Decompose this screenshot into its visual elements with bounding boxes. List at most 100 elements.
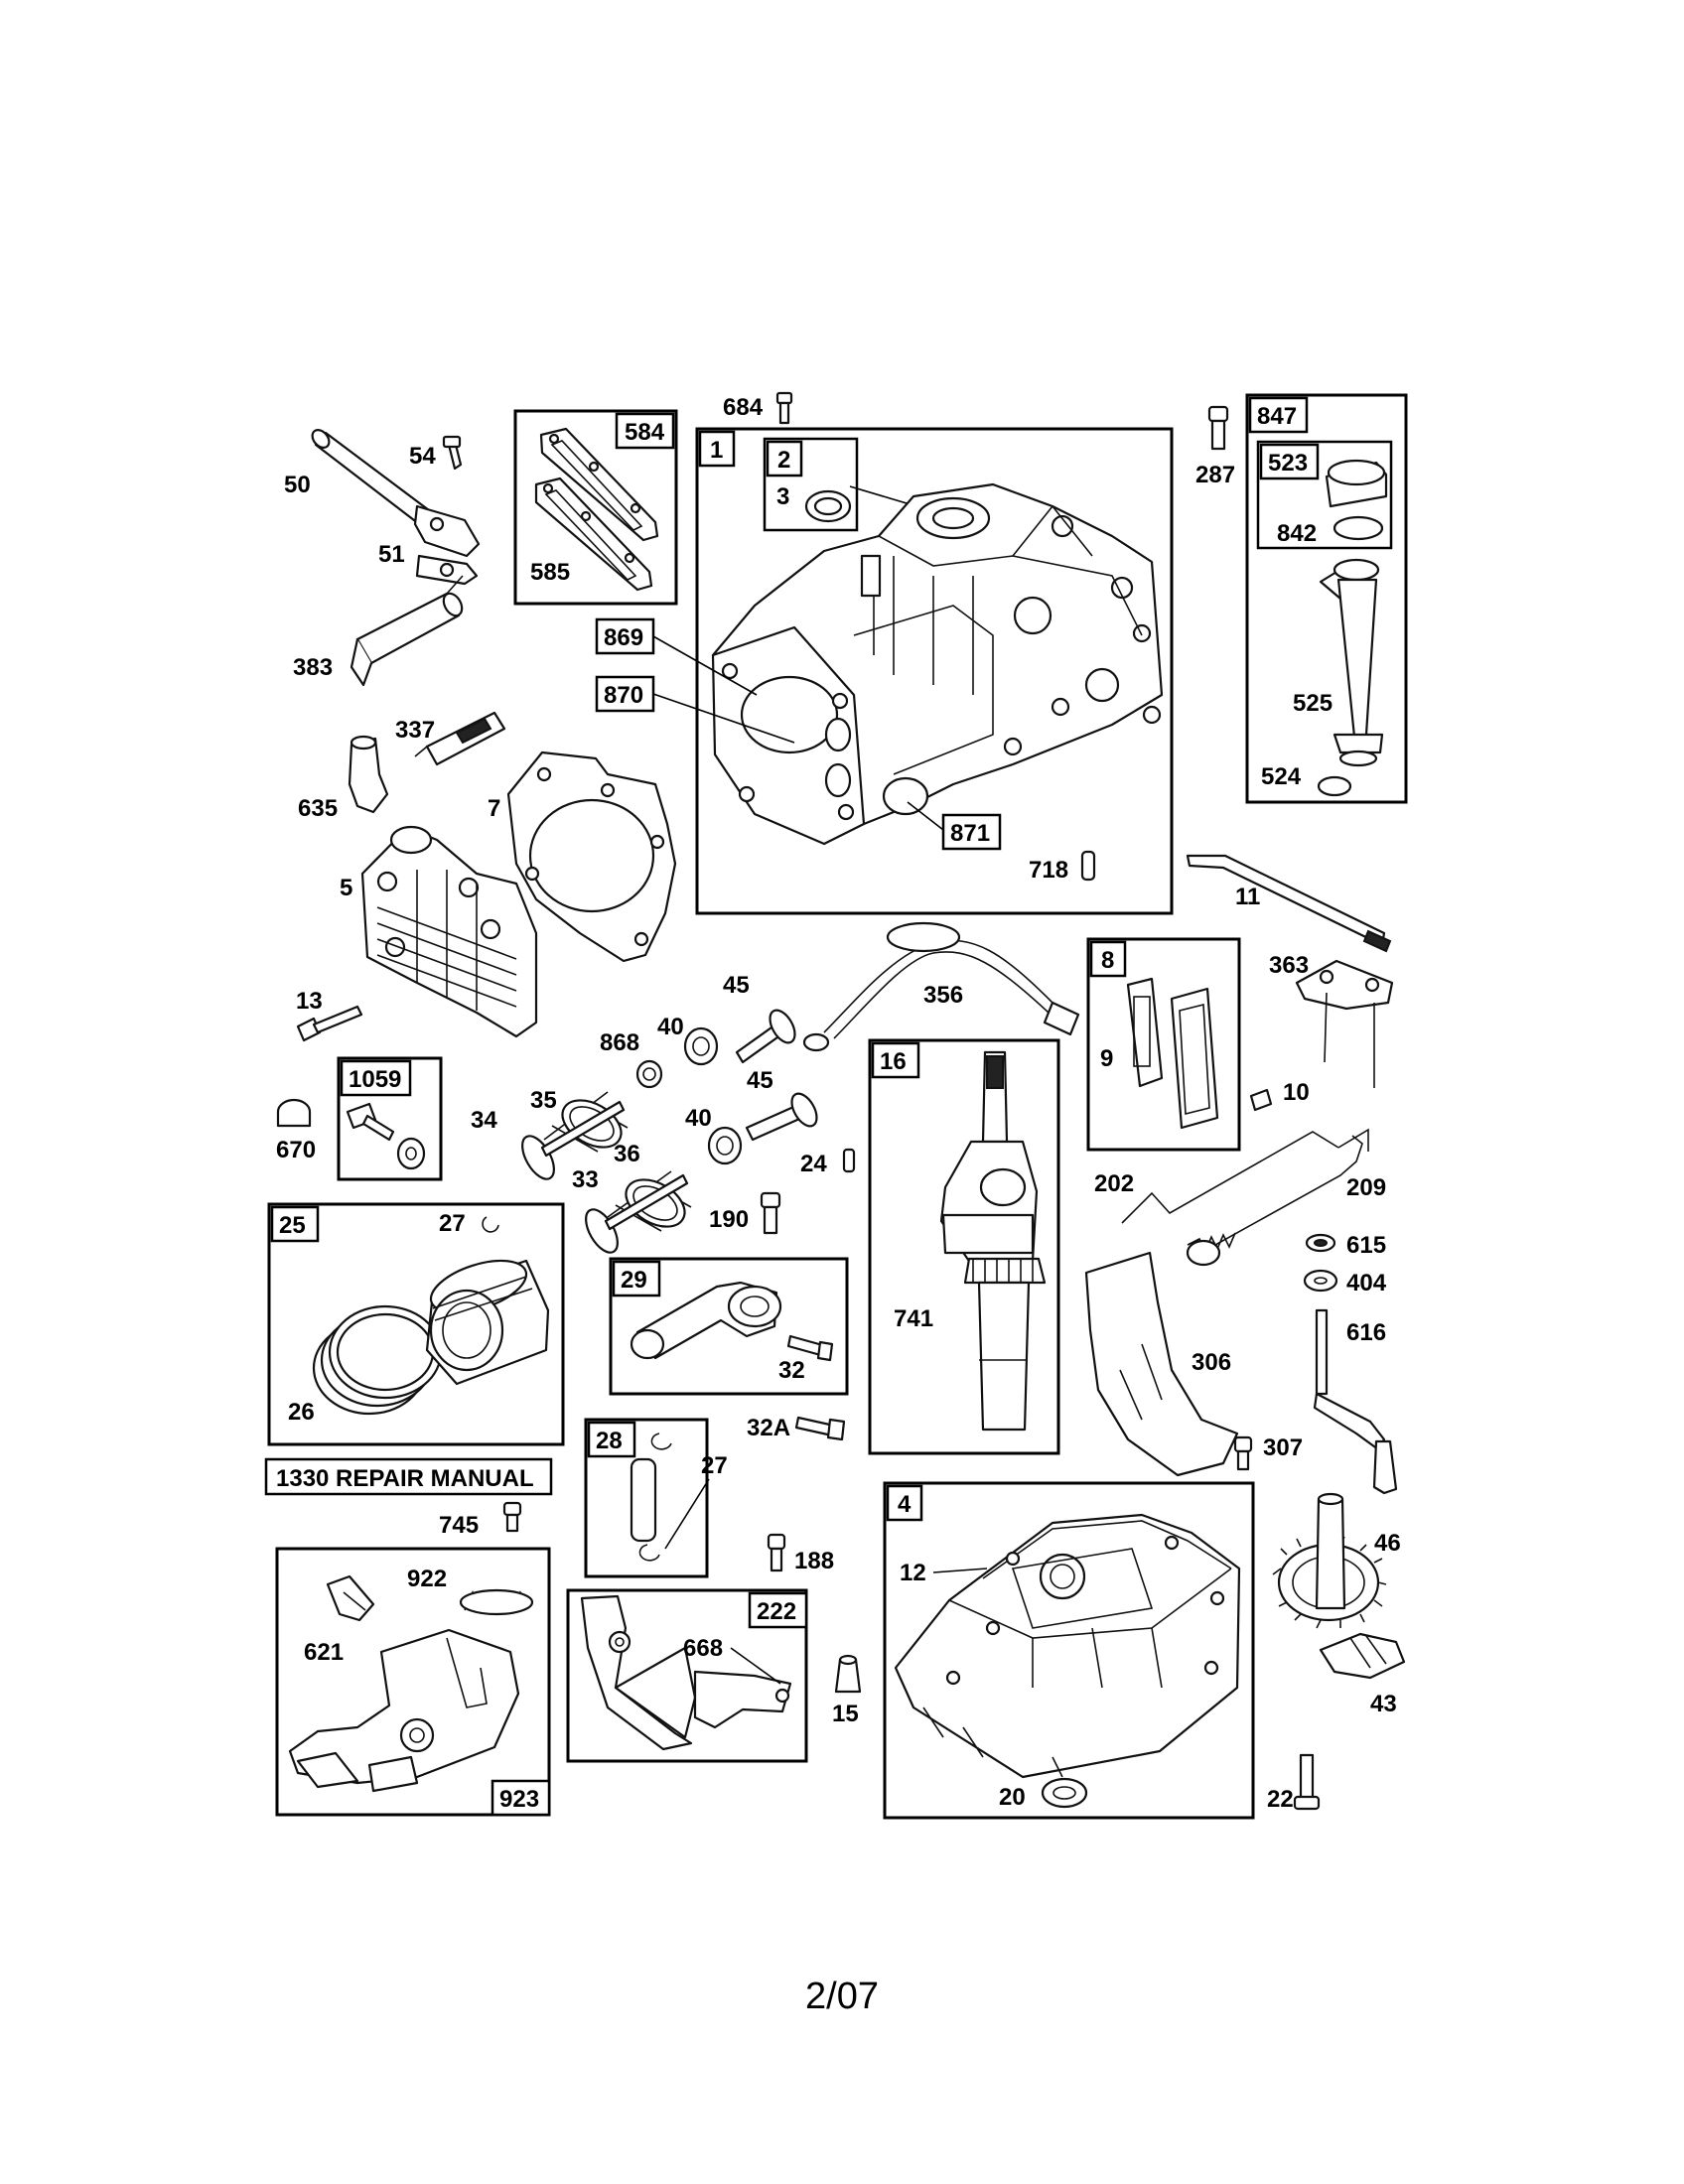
label-2: 2 bbox=[777, 447, 790, 474]
part-piston bbox=[425, 1259, 550, 1386]
label-10: 10 bbox=[1283, 1079, 1310, 1106]
part-287-bolt bbox=[1207, 405, 1229, 451]
group-box-1 bbox=[695, 427, 1174, 915]
label-7: 7 bbox=[488, 795, 500, 822]
label-46: 46 bbox=[1374, 1530, 1401, 1557]
label-584: 584 bbox=[625, 419, 665, 446]
label-525: 525 bbox=[1293, 690, 1333, 717]
label-923: 923 bbox=[499, 1786, 539, 1813]
label-287: 287 bbox=[1195, 462, 1235, 488]
part-10-bolt bbox=[1249, 1088, 1273, 1112]
part-670 bbox=[276, 1098, 312, 1128]
part-40-keeper-a bbox=[683, 1026, 719, 1066]
label-25: 25 bbox=[279, 1212, 306, 1239]
label-34: 34 bbox=[471, 1107, 497, 1134]
part-383 bbox=[350, 575, 464, 687]
label-741: 741 bbox=[894, 1305, 933, 1332]
label-523: 523 bbox=[1268, 450, 1308, 477]
label-9: 9 bbox=[1100, 1045, 1113, 1072]
part-33-valve bbox=[585, 1173, 689, 1254]
part-404 bbox=[1303, 1269, 1338, 1293]
label-363: 363 bbox=[1269, 952, 1309, 979]
part-seal-3 bbox=[804, 489, 852, 523]
label-684: 684 bbox=[723, 394, 764, 421]
label-12: 12 bbox=[900, 1560, 926, 1586]
label-585: 585 bbox=[530, 559, 570, 586]
part-188-bolt bbox=[767, 1533, 786, 1572]
label-868: 868 bbox=[600, 1029, 639, 1056]
label-3: 3 bbox=[776, 483, 789, 510]
part-922-spring bbox=[459, 1588, 534, 1616]
label-16: 16 bbox=[880, 1048, 907, 1075]
repair-manual-box bbox=[264, 1457, 553, 1496]
label-27a: 27 bbox=[439, 1210, 466, 1237]
part-306-air-guide bbox=[1084, 1251, 1239, 1477]
group-box-4 bbox=[883, 1481, 1255, 1820]
label-43: 43 bbox=[1370, 1691, 1397, 1717]
label-668: 668 bbox=[683, 1635, 723, 1662]
label-51: 51 bbox=[378, 541, 405, 568]
part-356-wire bbox=[802, 921, 1080, 1052]
group-box-16 bbox=[868, 1038, 1060, 1455]
label-922: 922 bbox=[407, 1566, 447, 1592]
label-4: 4 bbox=[898, 1491, 912, 1518]
label-404: 404 bbox=[1346, 1270, 1387, 1297]
label-188: 188 bbox=[794, 1548, 834, 1574]
label-745: 745 bbox=[439, 1512, 479, 1539]
group-box-8 bbox=[1086, 937, 1241, 1152]
label-40a: 40 bbox=[657, 1014, 684, 1040]
label-356: 356 bbox=[923, 982, 963, 1009]
part-dipstick-cap bbox=[1325, 459, 1388, 541]
label-5: 5 bbox=[340, 875, 352, 901]
label-869: 869 bbox=[604, 624, 643, 651]
label-306: 306 bbox=[1192, 1349, 1231, 1376]
part-307-bolt bbox=[1233, 1435, 1253, 1471]
part-190-bolt bbox=[760, 1191, 781, 1235]
label-616: 616 bbox=[1346, 1319, 1386, 1346]
part-11-rod bbox=[1186, 854, 1392, 953]
label-202: 202 bbox=[1094, 1170, 1134, 1197]
label-307: 307 bbox=[1263, 1434, 1303, 1461]
part-718-pin bbox=[1080, 850, 1096, 882]
part-868-seal bbox=[635, 1059, 663, 1089]
label-40b: 40 bbox=[685, 1105, 712, 1132]
part-1059-bolt-washer bbox=[346, 1102, 426, 1170]
part-615 bbox=[1305, 1233, 1336, 1253]
label-36: 36 bbox=[614, 1141, 640, 1167]
label-22: 22 bbox=[1267, 1786, 1294, 1813]
part-cylinder-head-5 bbox=[360, 825, 538, 1038]
label-871: 871 bbox=[950, 820, 990, 847]
label-28: 28 bbox=[596, 1428, 623, 1454]
part-616-shaft bbox=[1313, 1308, 1398, 1495]
label-383: 383 bbox=[293, 654, 333, 681]
label-15: 15 bbox=[832, 1701, 859, 1727]
label-20: 20 bbox=[999, 1784, 1026, 1811]
part-27-retainer-a bbox=[482, 1216, 499, 1233]
part-45-tappet-b bbox=[745, 1092, 818, 1142]
part-wrist-pin bbox=[630, 1433, 672, 1562]
label-222: 222 bbox=[757, 1598, 796, 1625]
part-209-spring bbox=[1186, 1135, 1363, 1267]
label-35: 35 bbox=[530, 1087, 557, 1114]
label-1059: 1059 bbox=[349, 1066, 401, 1093]
label-524: 524 bbox=[1261, 763, 1302, 790]
group-box-28 bbox=[584, 1418, 709, 1578]
label-847: 847 bbox=[1257, 403, 1297, 430]
part-32-bolt bbox=[786, 1334, 834, 1362]
label-33: 33 bbox=[572, 1166, 599, 1193]
part-15-plug bbox=[834, 1654, 862, 1694]
group-box-29 bbox=[609, 1257, 849, 1396]
label-27b: 27 bbox=[701, 1452, 728, 1479]
label-11: 11 bbox=[1235, 884, 1260, 910]
part-control-plate bbox=[288, 1628, 520, 1793]
part-breather-tube bbox=[311, 429, 481, 586]
part-222-bracket bbox=[580, 1594, 792, 1751]
label-29: 29 bbox=[621, 1267, 647, 1294]
label-615: 615 bbox=[1346, 1232, 1386, 1259]
part-202-link bbox=[1121, 1128, 1369, 1224]
label-670: 670 bbox=[276, 1137, 316, 1163]
part-spark-plug bbox=[414, 711, 506, 766]
part-43-governor-arm bbox=[1319, 1632, 1406, 1680]
part-32A-bolt bbox=[794, 1416, 846, 1441]
label-621: 621 bbox=[304, 1639, 344, 1666]
